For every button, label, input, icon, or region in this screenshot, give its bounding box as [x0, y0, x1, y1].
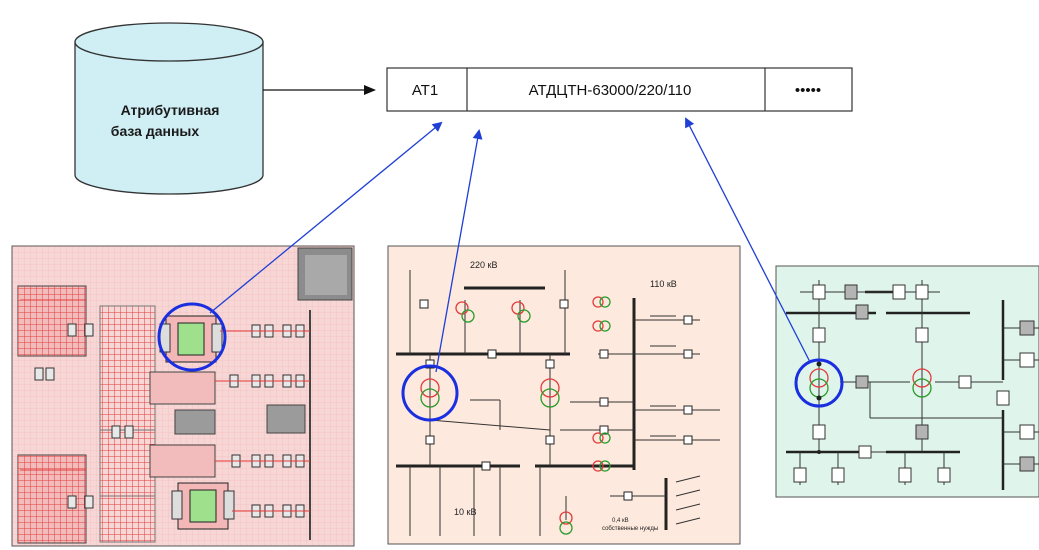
database-label-line2: база данных: [111, 123, 200, 139]
attribute-record: АТ1 АТДЦТН-63000/220/110 •••••: [387, 68, 852, 111]
record-more-cell: •••••: [795, 82, 821, 99]
single-line-panel: [776, 266, 1039, 497]
database-cylinder: Атрибутивная база данных: [75, 23, 263, 194]
label-04kv-line1: 0,4 кВ: [612, 518, 629, 524]
label-04kv-line2: собственные нужды: [602, 526, 658, 532]
label-10kv: 10 кВ: [454, 507, 476, 517]
label-110kv: 110 кВ: [650, 279, 677, 289]
database-label-line1: Атрибутивная: [121, 102, 220, 118]
label-220kv: 220 кВ: [470, 260, 497, 270]
electrical-schematic-panel: 220 кВ 110 кВ 10 кВ 0,4 кВ собственные н…: [388, 246, 740, 544]
record-type-cell: АТДЦТН-63000/220/110: [529, 82, 692, 99]
substation-plan-panel: [12, 246, 354, 546]
record-id-cell: АТ1: [412, 82, 438, 99]
